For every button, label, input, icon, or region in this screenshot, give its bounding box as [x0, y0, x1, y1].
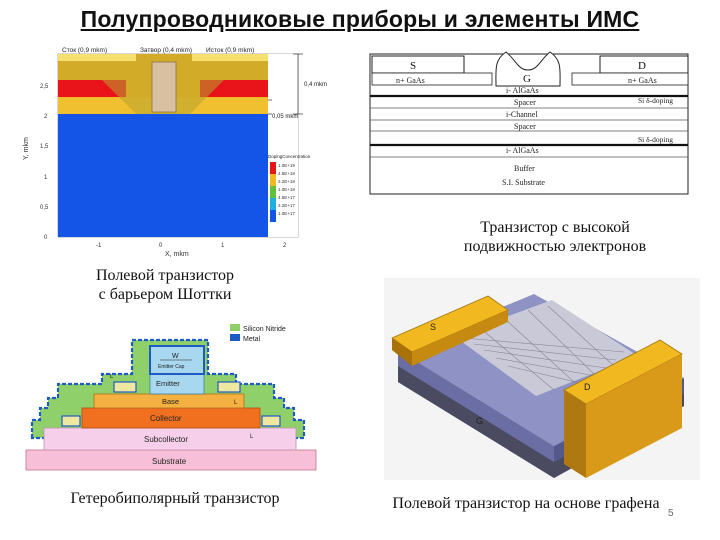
svg-text:1.0E+17: 1.0E+17: [278, 211, 295, 216]
mesfet-figure: Сток (0,9 mkm) Затвор (0,4 mkm) Исток (0…: [10, 40, 330, 265]
svg-text:0: 0: [44, 235, 48, 241]
svg-text:L: L: [110, 374, 114, 380]
source-label: S: [430, 322, 436, 332]
svg-text:0,5: 0,5: [40, 205, 49, 211]
svg-text:1,5: 1,5: [40, 144, 49, 150]
hemt-figure: S D n+ GaAs n+ GaAs G i- AlGaAs Si δ-dop…: [366, 40, 696, 200]
svg-text:Emitter: Emitter: [156, 379, 180, 388]
svg-text:1.0E+18: 1.0E+18: [278, 187, 295, 192]
base-contact-right: [217, 381, 241, 393]
svg-text:Base: Base: [162, 397, 179, 406]
svg-text:S: S: [410, 60, 416, 72]
svg-text:n+ GaAs: n+ GaAs: [396, 76, 425, 85]
svg-text:0: 0: [159, 243, 163, 249]
hbt-caption: Гетеробиполярный транзистор: [70, 490, 280, 507]
legend-title: DopingConcentration: [268, 154, 311, 159]
svg-text:Si δ-doping: Si δ-doping: [638, 96, 673, 105]
svg-text:Collector: Collector: [150, 414, 182, 423]
svg-text:Buffer: Buffer: [514, 164, 535, 173]
drain-label: D: [584, 382, 591, 392]
source-label: Исток (0,9 mkm): [206, 47, 254, 54]
graphene-caption: Полевой транзистор на основе графена: [392, 495, 660, 512]
svg-text:-1: -1: [96, 243, 102, 249]
doping-legend: 1.0E+19 4.6E+18 2.2E+18 1.0E+18 4.6E+17 …: [270, 162, 295, 222]
y-axis-ticks: 2,5 2 1,5 1 0,5 0: [40, 84, 49, 241]
svg-text:1: 1: [44, 175, 48, 181]
svg-text:4.6E+17: 4.6E+17: [278, 195, 295, 200]
legend-swatch-nitride: [230, 324, 240, 331]
svg-text:i- AlGaAs: i- AlGaAs: [506, 146, 539, 155]
svg-text:i-Channel: i-Channel: [506, 110, 538, 119]
svg-text:2.2E+17: 2.2E+17: [278, 203, 295, 208]
hemt-diagram: S D n+ GaAs n+ GaAs G i- AlGaAs Si δ-dop…: [369, 51, 689, 195]
hbt-figure: Silicon Nitride Metal Substrate Subcolle…: [22, 320, 322, 472]
thickness-mid-label: 0,05 mkm: [272, 114, 298, 120]
svg-text:1: 1: [221, 243, 225, 249]
legend-nitride: Silicon Nitride: [243, 326, 286, 333]
legend-swatch-metal: [230, 334, 240, 341]
mesfet-diagram: Сток (0,9 mkm) Затвор (0,4 mkm) Исток (0…: [23, 47, 327, 258]
svg-text:L: L: [234, 400, 238, 406]
mesfet-caption: Полевой транзистор с барьером Шоттки: [95, 267, 235, 303]
x-axis-label: X, mkm: [165, 251, 189, 258]
collector-contact-right: [261, 415, 281, 427]
svg-text:D: D: [638, 60, 646, 72]
gate-label: Затвор (0,4 mkm): [140, 47, 192, 54]
svg-text:S.I. Substrate: S.I. Substrate: [502, 178, 545, 187]
graphene-figure: S D G: [384, 278, 700, 480]
hemt-caption: Транзистор с высокой подвижностью электр…: [463, 219, 647, 255]
svg-text:Emitter Cap: Emitter Cap: [158, 364, 185, 370]
svg-text:2.2E+18: 2.2E+18: [278, 179, 295, 184]
svg-text:2,5: 2,5: [40, 84, 49, 90]
page-title: Полупроводниковые приборы и элементы ИМС: [80, 6, 640, 32]
svg-text:2: 2: [44, 114, 48, 120]
thickness-top-label: 0,4 mkm: [304, 82, 327, 88]
svg-text:W: W: [172, 353, 179, 360]
svg-text:Spacer: Spacer: [514, 98, 536, 107]
gate-label: G: [476, 416, 483, 426]
svg-text:Si δ-doping: Si δ-doping: [638, 135, 673, 144]
drain-label: Сток (0,9 mkm): [62, 47, 107, 54]
svg-text:4.6E+18: 4.6E+18: [278, 171, 295, 176]
svg-text:2: 2: [283, 243, 287, 249]
x-axis-ticks: -1 0 1 2: [96, 243, 287, 249]
base-contact-left: [113, 381, 137, 393]
svg-text:i- AlGaAs: i- AlGaAs: [506, 86, 539, 95]
svg-text:Spacer: Spacer: [514, 122, 536, 131]
substrate-region: [58, 114, 268, 237]
gate-mushroom: [495, 51, 561, 87]
source-contact: [371, 55, 465, 74]
collector-contact-left: [61, 415, 81, 427]
legend-metal: Metal: [243, 336, 261, 343]
svg-text:Substrate: Substrate: [152, 457, 187, 466]
svg-text:L: L: [250, 434, 254, 440]
gate-metal: [151, 61, 177, 113]
y-axis-label: Y, mkm: [23, 137, 30, 160]
graphene-diagram: S D G: [384, 278, 700, 480]
page-number: 5: [668, 508, 674, 519]
svg-text:1.0E+19: 1.0E+19: [278, 163, 295, 168]
svg-text:n+ GaAs: n+ GaAs: [628, 76, 657, 85]
svg-text:G: G: [523, 73, 531, 85]
svg-text:Subcollector: Subcollector: [144, 435, 188, 444]
hbt-diagram: Silicon Nitride Metal Substrate Subcolle…: [25, 324, 317, 471]
